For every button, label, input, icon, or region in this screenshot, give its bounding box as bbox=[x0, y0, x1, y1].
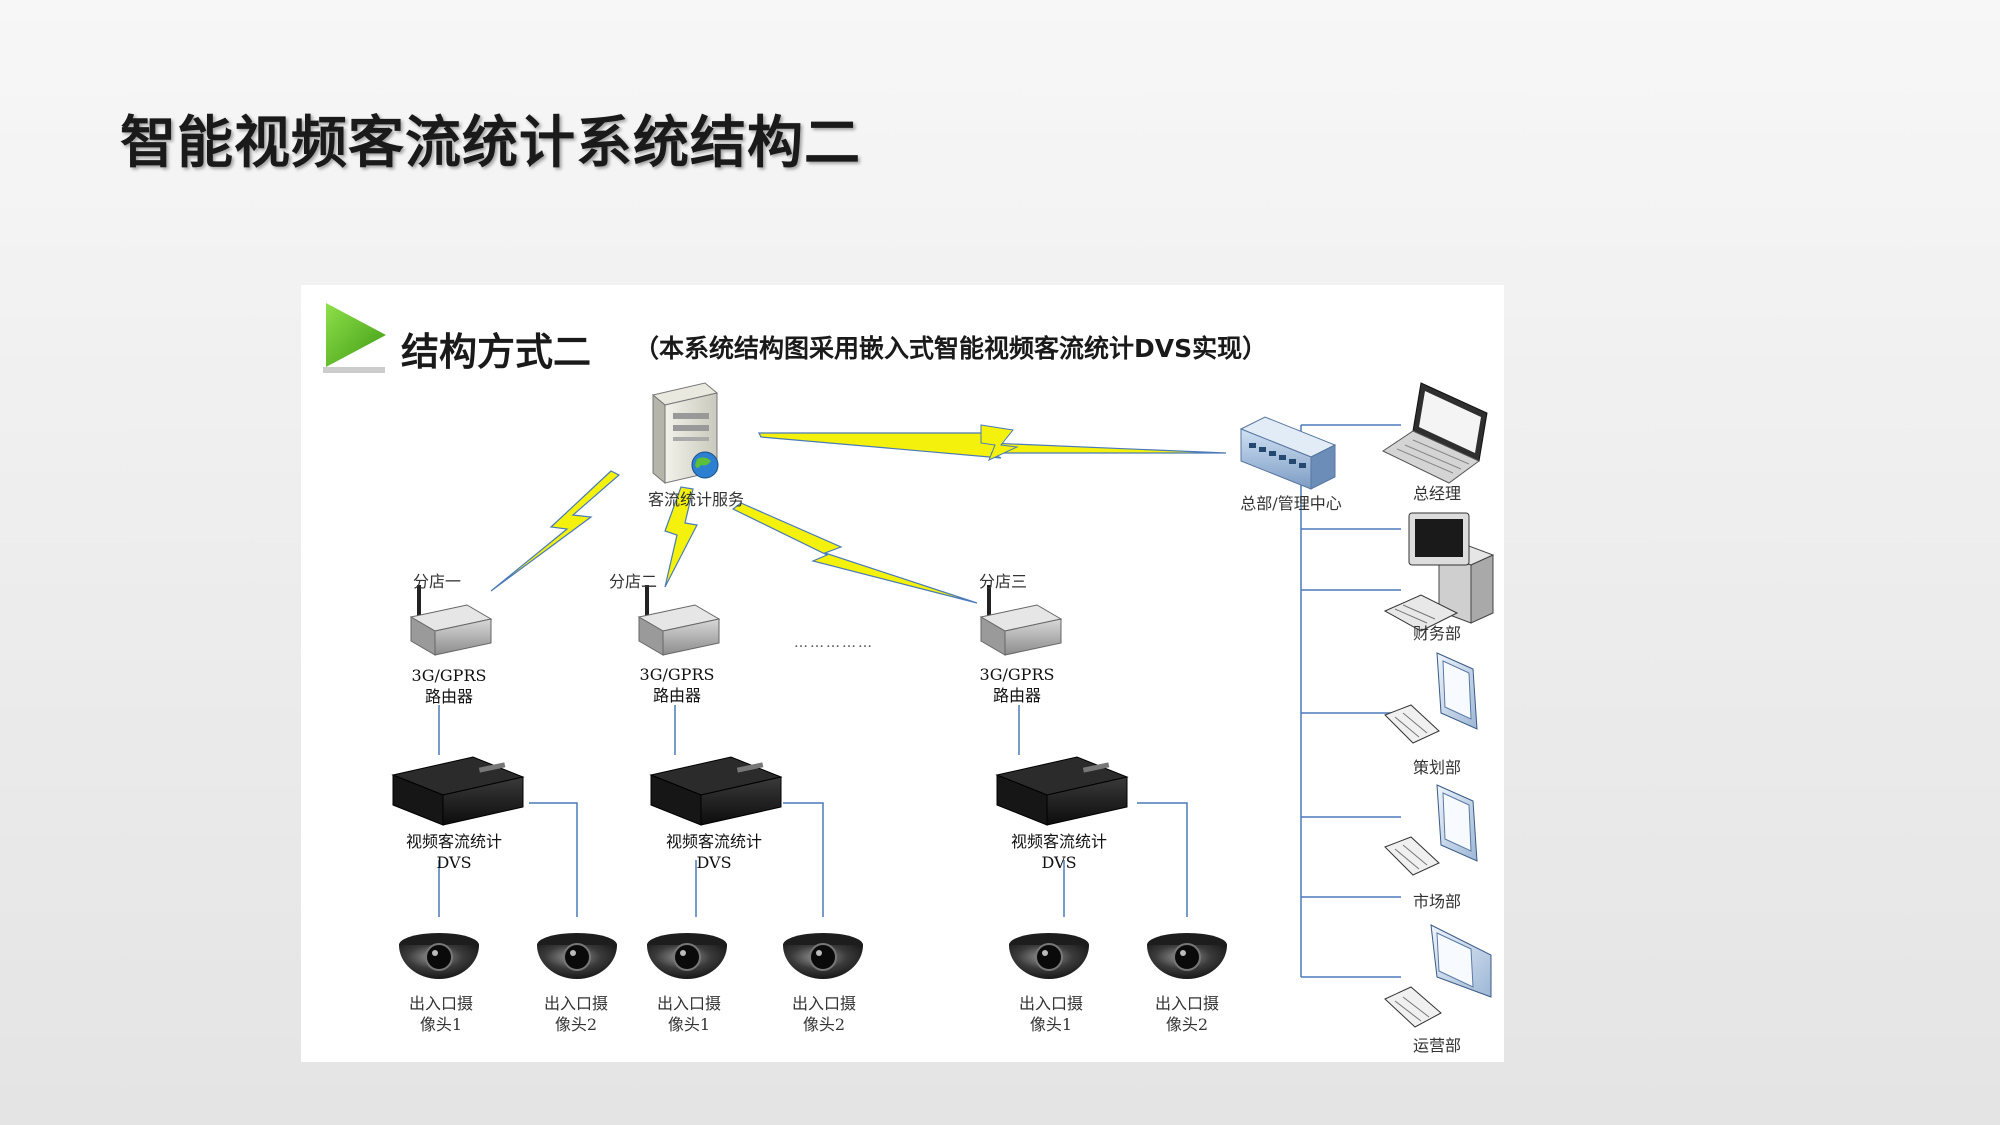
monitor-icon bbox=[1384, 652, 1478, 744]
lightning-bolt-icon bbox=[980, 424, 1019, 461]
dome-camera-icon bbox=[537, 933, 617, 979]
play-arrow-icon bbox=[323, 303, 386, 373]
lightning-bolt-icon bbox=[664, 486, 698, 588]
camera-label: 出入口摄像头1 bbox=[408, 994, 474, 1034]
dvs-device-icon bbox=[995, 756, 1129, 826]
laptop-icon bbox=[1381, 382, 1488, 484]
crt-monitor-icon bbox=[1384, 924, 1492, 1028]
camera-label: 出入口摄像头1 bbox=[1018, 994, 1084, 1034]
dvs-device-icon bbox=[391, 756, 525, 826]
server-icon bbox=[651, 382, 719, 485]
camera-label: 出入口摄像头2 bbox=[1154, 994, 1220, 1034]
router-icon bbox=[637, 585, 721, 656]
lightning-bolt-icon bbox=[490, 470, 621, 592]
monitor-icon bbox=[1384, 784, 1478, 876]
dome-camera-icon bbox=[1147, 933, 1227, 979]
department-label: 市场部 bbox=[1412, 892, 1462, 911]
diagram-canvas bbox=[323, 303, 1495, 1028]
branch-name: 分店二 bbox=[608, 572, 658, 591]
dome-camera-icon bbox=[1009, 933, 1089, 979]
more-branches-ellipsis: …………… bbox=[794, 635, 874, 651]
router-icon bbox=[979, 585, 1063, 656]
network-switch-icon bbox=[1239, 416, 1337, 490]
camera-label: 出入口摄像头2 bbox=[791, 994, 857, 1034]
router-icon bbox=[409, 585, 493, 656]
camera-label: 出入口摄像头2 bbox=[543, 994, 609, 1034]
lightning-bolt-icon bbox=[731, 502, 978, 604]
hq-label: 总部/管理中心 bbox=[1240, 494, 1342, 513]
branch-name: 分店三 bbox=[978, 572, 1028, 591]
department-label: 策划部 bbox=[1412, 758, 1462, 777]
diagram-panel: 结构方式二 （本系统结构图采用嵌入式智能视频客流统计DVS实现） 客流统计服务 … bbox=[301, 285, 1504, 1062]
diagram-heading: 结构方式二 bbox=[401, 330, 592, 374]
department-label: 运营部 bbox=[1412, 1036, 1462, 1055]
branch-name: 分店一 bbox=[412, 572, 462, 591]
diagram-subheading: （本系统结构图采用嵌入式智能视频客流统计DVS实现） bbox=[634, 334, 1268, 363]
department-label: 财务部 bbox=[1412, 624, 1462, 643]
dome-camera-icon bbox=[399, 933, 479, 979]
slide-title: 智能视频客流统计系统结构二 bbox=[120, 111, 861, 176]
dome-camera-icon bbox=[783, 933, 863, 979]
dome-camera-icon bbox=[647, 933, 727, 979]
dvs-device-icon bbox=[649, 756, 783, 826]
wireless-link-icons bbox=[490, 424, 1227, 604]
server-label: 客流统计服务 bbox=[647, 490, 745, 509]
desktop-pc-icon bbox=[1383, 512, 1495, 632]
department-label: 总经理 bbox=[1412, 484, 1462, 503]
camera-label: 出入口摄像头1 bbox=[656, 994, 722, 1034]
